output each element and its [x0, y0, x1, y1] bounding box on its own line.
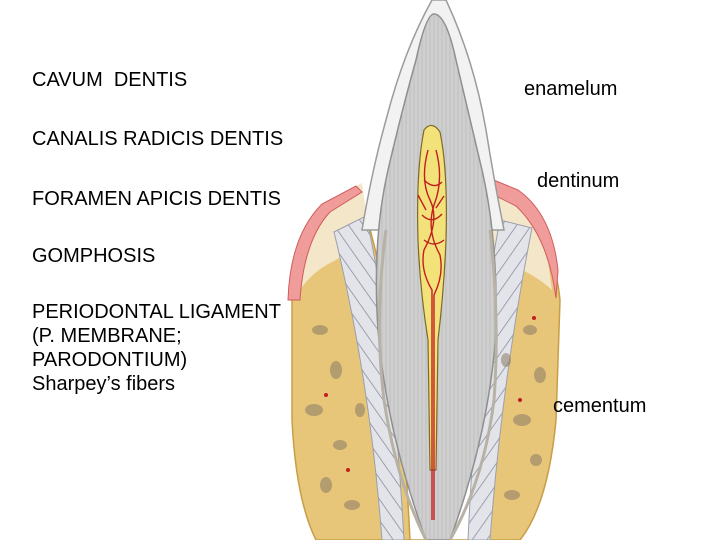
gingiva-left-edge [287, 185, 363, 301]
pulp-vessels [417, 149, 445, 520]
bone-marrow-spaces [305, 325, 546, 510]
label-enamelum: enamelum [524, 78, 618, 100]
label-periodontal-ligament-group: PERIODONTAL LIGAMENT (P. MEMBRANE; PAROD… [32, 300, 281, 396]
label-gomphosis: GOMPHOSIS [32, 245, 156, 267]
label-cavum-dentis: CAVUM DENTIS [32, 69, 188, 91]
label-canalis-radicis-dentis: CANALIS RADICIS DENTIS [32, 128, 284, 150]
label-cementum: cementum [553, 395, 647, 417]
label-dentinum: dentinum [537, 170, 620, 192]
cementum [377, 229, 498, 540]
bone-red-dots [324, 316, 536, 472]
label-sharpeys-fibers: Sharpey’s fibers [32, 373, 176, 395]
label-foramen-apicis-dentis: FORAMEN APICIS DENTIS [32, 188, 281, 210]
label-periodontal-ligament: PERIODONTAL LIGAMENT [32, 301, 281, 323]
label-p-membrane: (P. MEMBRANE; [32, 325, 182, 347]
label-parodontium: PARODONTIUM) [32, 349, 188, 371]
